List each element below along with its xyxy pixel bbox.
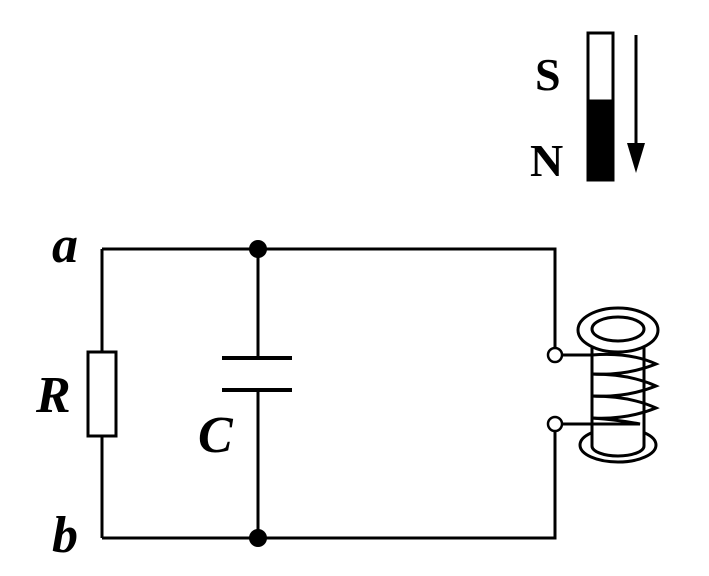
capacitor-symbol <box>222 356 292 392</box>
junction-dot-bottom <box>249 529 267 547</box>
coil-symbol <box>562 306 660 464</box>
resistor-label: R <box>35 367 71 424</box>
bar-magnet <box>586 31 615 182</box>
magnet-south-label: S <box>535 49 561 100</box>
magnet-south-half <box>586 31 615 103</box>
circuit-wires <box>100 247 557 540</box>
resistor-symbol <box>86 350 118 438</box>
motion-arrow <box>627 35 645 173</box>
magnet-north-label: N <box>530 135 563 186</box>
capacitor-label: C <box>198 407 234 464</box>
coil-terminal-bottom <box>546 415 564 433</box>
magnet-north-half <box>586 99 615 182</box>
node-a-label: a <box>52 217 78 274</box>
coil-terminal-top <box>546 346 564 364</box>
node-b-label: b <box>52 507 78 564</box>
junction-dot-top <box>249 240 267 258</box>
